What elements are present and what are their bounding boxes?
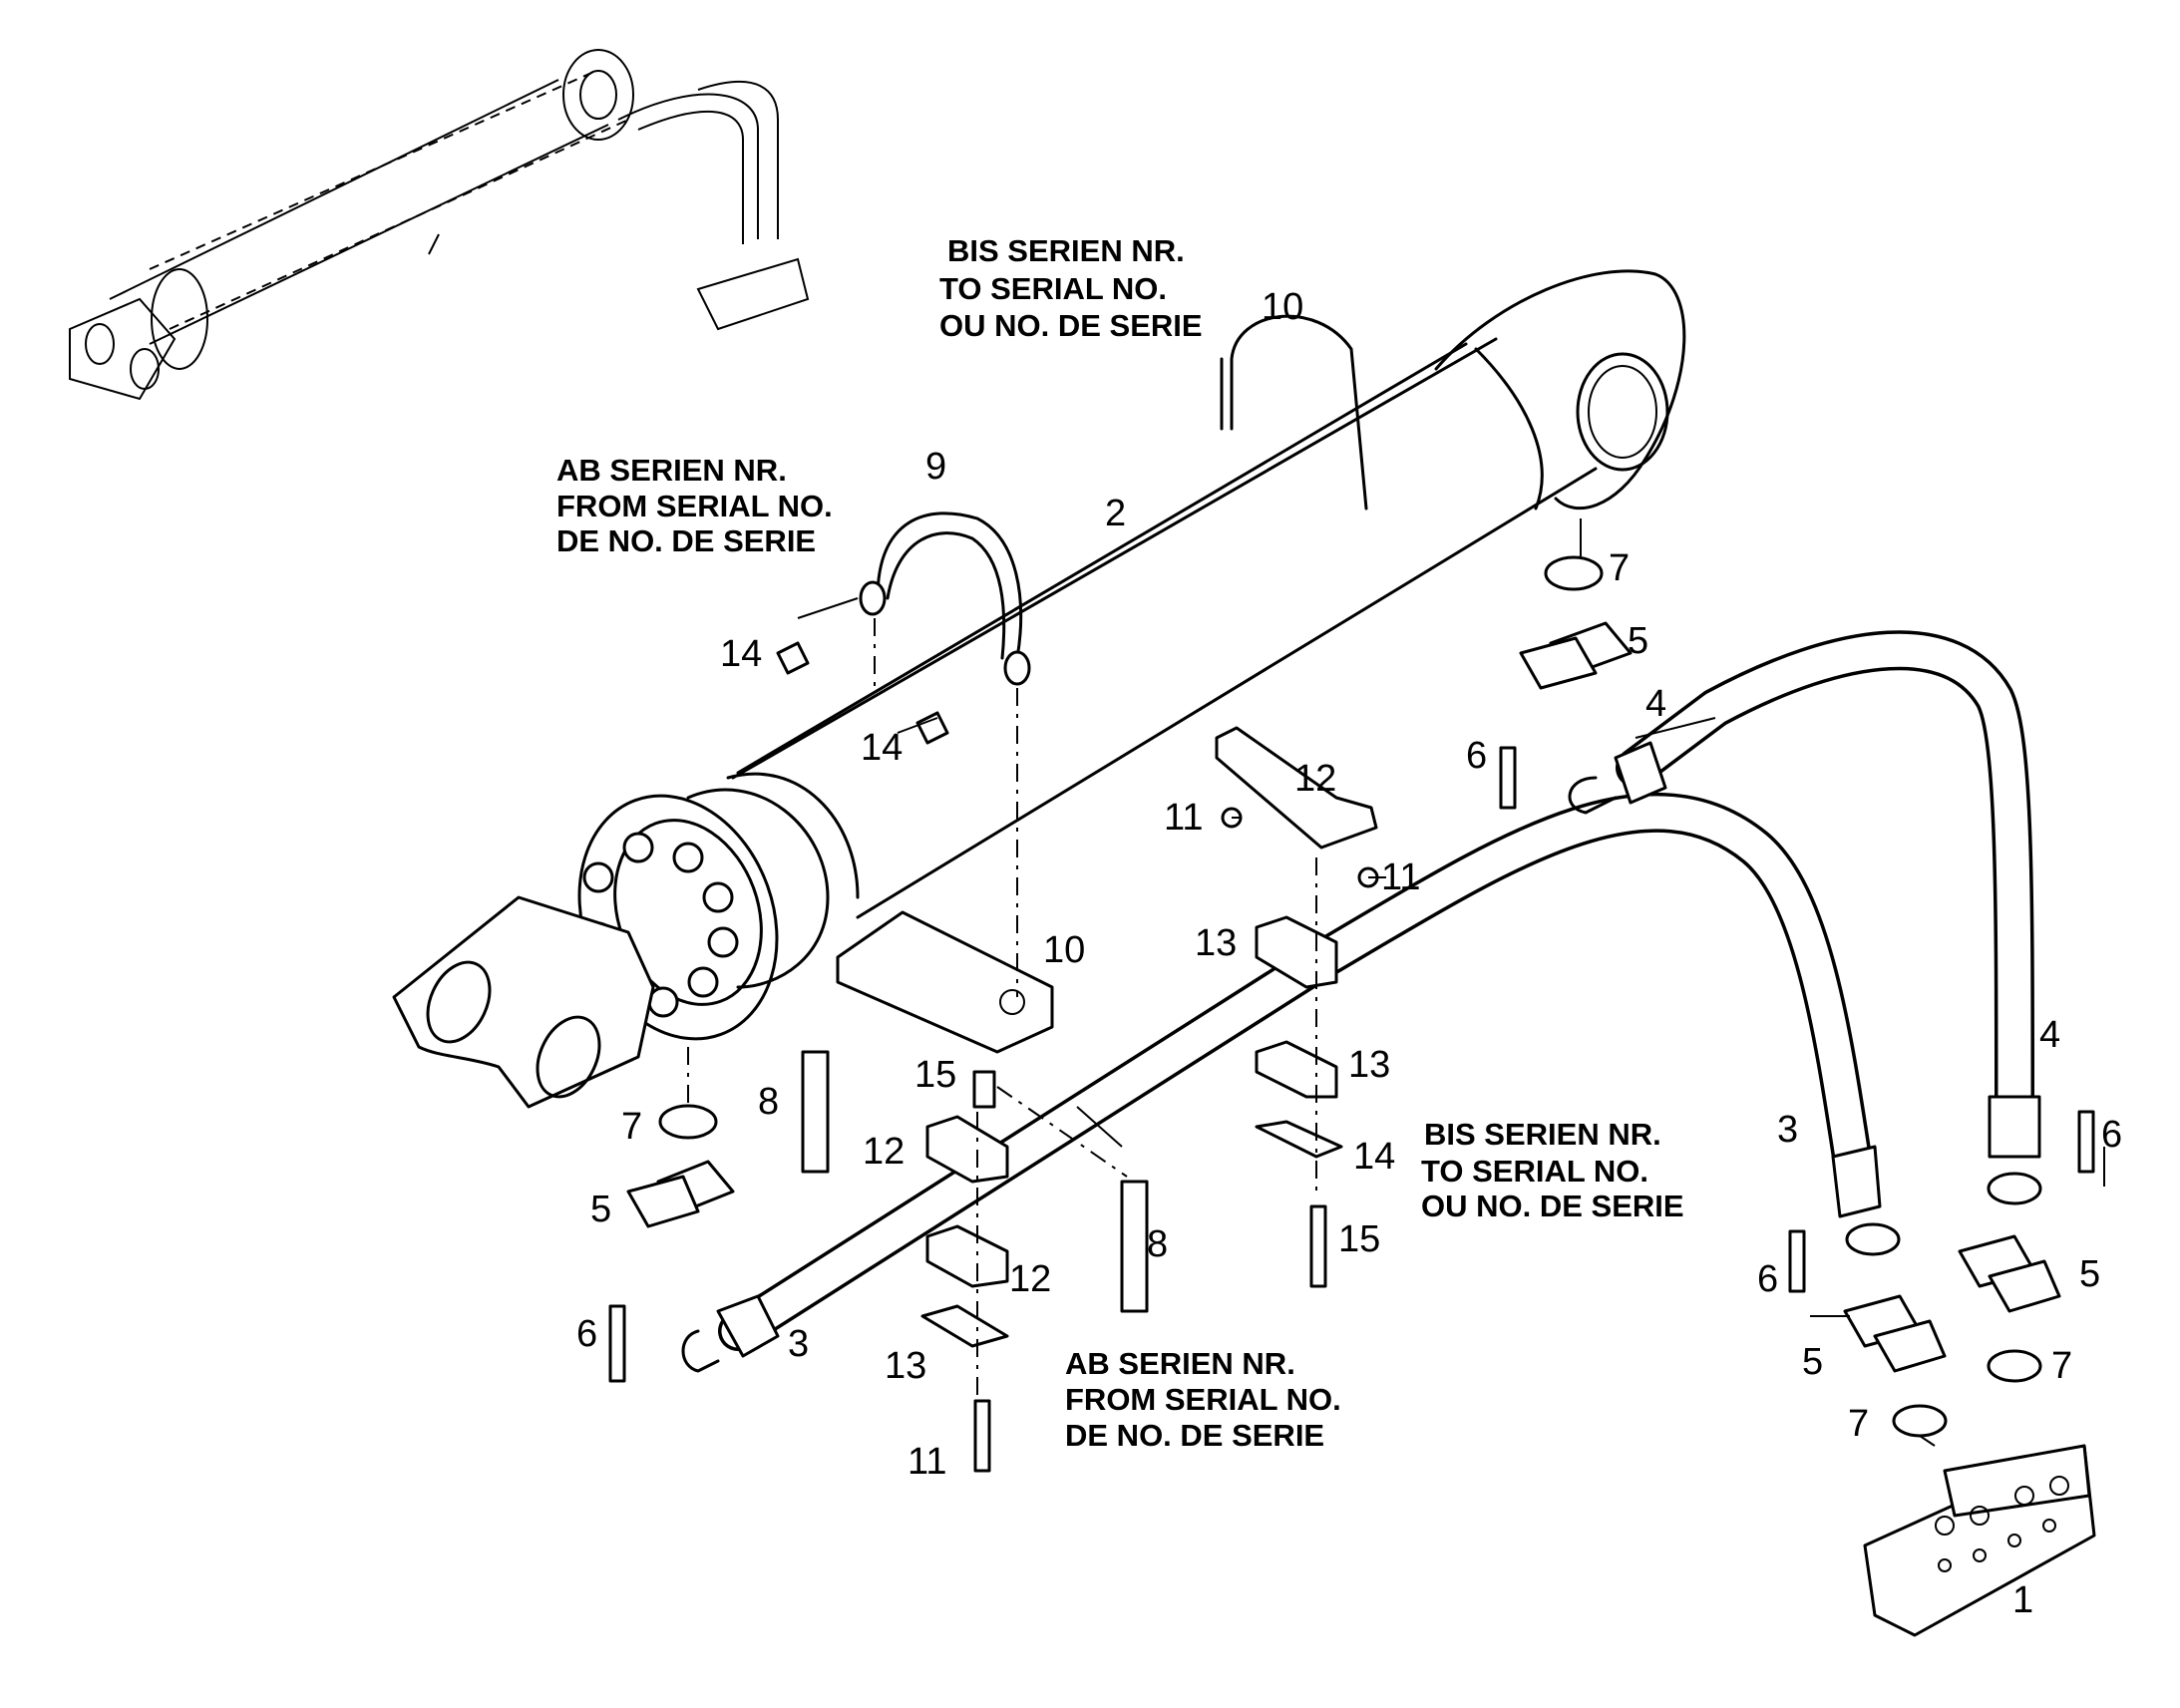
callout-6: 6 <box>1757 1258 1778 1300</box>
callout-14: 14 <box>861 727 903 769</box>
note-mid-right: BIS SERIEN NR. TO SERIAL NO. OU NO. DE S… <box>1421 1117 1684 1223</box>
callout-15: 15 <box>1338 1218 1380 1260</box>
callout-12: 12 <box>863 1131 905 1173</box>
note-top-right: BIS SERIEN NR. TO SERIAL NO. OU NO. DE S… <box>939 233 1203 343</box>
note-top-left: AB SERIEN NR. FROM SERIAL NO. DE NO. DE … <box>556 453 833 558</box>
note-bottom: AB SERIEN NR. FROM SERIAL NO. DE NO. DE … <box>1065 1346 1341 1453</box>
note-line: TO SERIAL NO. <box>939 271 1167 306</box>
callout-11: 11 <box>1381 856 1420 898</box>
clamp-13-lower <box>1255 1040 1338 1099</box>
callout-6: 6 <box>576 1313 597 1355</box>
note-line: AB SERIEN NR. <box>556 453 787 488</box>
callout-13: 13 <box>885 1345 926 1387</box>
note-line: AB SERIEN NR. <box>1065 1346 1295 1381</box>
callout-15: 15 <box>914 1054 956 1096</box>
callout-8: 8 <box>758 1081 779 1123</box>
manifold-block <box>1863 1444 2096 1637</box>
callout-6: 6 <box>1466 735 1487 777</box>
note-line: TO SERIAL NO. <box>1421 1154 1648 1189</box>
callout-10: 10 <box>1262 286 1303 328</box>
bracket-10 <box>836 910 1054 1054</box>
callout-5: 5 <box>1628 620 1648 662</box>
callout-6: 6 <box>2101 1114 2122 1156</box>
hose-3 <box>681 792 1882 1373</box>
callout-13: 13 <box>1195 922 1237 964</box>
callout-10: 10 <box>1043 929 1085 971</box>
callout-4: 4 <box>1645 683 1666 725</box>
note-line: OU NO. DE SERIE <box>1421 1189 1684 1223</box>
u-bolt-10 <box>1220 314 1368 511</box>
flange-halves <box>626 621 2061 1373</box>
note-line: FROM SERIAL NO. <box>556 489 833 523</box>
callout-7: 7 <box>621 1106 642 1148</box>
callout-4: 4 <box>2039 1014 2060 1056</box>
callout-7: 7 <box>1609 547 1630 589</box>
plate-13-lower <box>920 1304 1009 1348</box>
cylinder-barrel <box>392 269 1686 1109</box>
callout-2: 2 <box>1105 493 1126 534</box>
callout-11: 11 <box>908 1441 946 1483</box>
leader-lines <box>687 518 2105 1447</box>
note-line: BIS SERIEN NR. <box>1424 1117 1661 1152</box>
callout-12: 12 <box>1009 1258 1051 1300</box>
callout-8: 8 <box>1147 1223 1168 1265</box>
clamp-half-12-top <box>1215 726 1378 850</box>
callout-9: 9 <box>925 446 946 488</box>
bolts-and-fittings <box>608 641 2095 1473</box>
note-line: OU NO. DE SERIE <box>939 308 1203 343</box>
callout-7: 7 <box>2051 1345 2072 1387</box>
note-line: DE NO. DE SERIE <box>556 523 816 558</box>
overview-thumbnail <box>69 49 810 401</box>
callout-7: 7 <box>1848 1403 1869 1445</box>
callout-3: 3 <box>788 1323 809 1365</box>
callout-3: 3 <box>1777 1109 1798 1151</box>
callout-14: 14 <box>1353 1136 1395 1178</box>
callout-5: 5 <box>590 1189 611 1230</box>
callout-14: 14 <box>720 633 762 675</box>
callout-1: 1 <box>2012 1579 2033 1621</box>
hose-4 <box>1568 630 2041 1159</box>
clamp-12-lower <box>925 1115 1009 1288</box>
callout-13: 13 <box>1348 1044 1390 1086</box>
callout-12: 12 <box>1294 758 1336 800</box>
plate-14 <box>1255 1120 1343 1159</box>
clamp-9 <box>859 512 1031 686</box>
note-line: DE NO. DE SERIE <box>1065 1418 1324 1453</box>
seal-rings <box>658 555 2042 1438</box>
note-line: BIS SERIEN NR. <box>947 233 1185 268</box>
callout-11: 11 <box>1164 797 1203 839</box>
callout-labels: 1 2 3 3 4 4 5 5 5 5 6 6 6 6 7 7 7 7 8 8 … <box>576 286 2122 1621</box>
callout-5: 5 <box>2079 1253 2100 1295</box>
note-line: FROM SERIAL NO. <box>1065 1382 1341 1417</box>
callout-5: 5 <box>1802 1341 1823 1383</box>
